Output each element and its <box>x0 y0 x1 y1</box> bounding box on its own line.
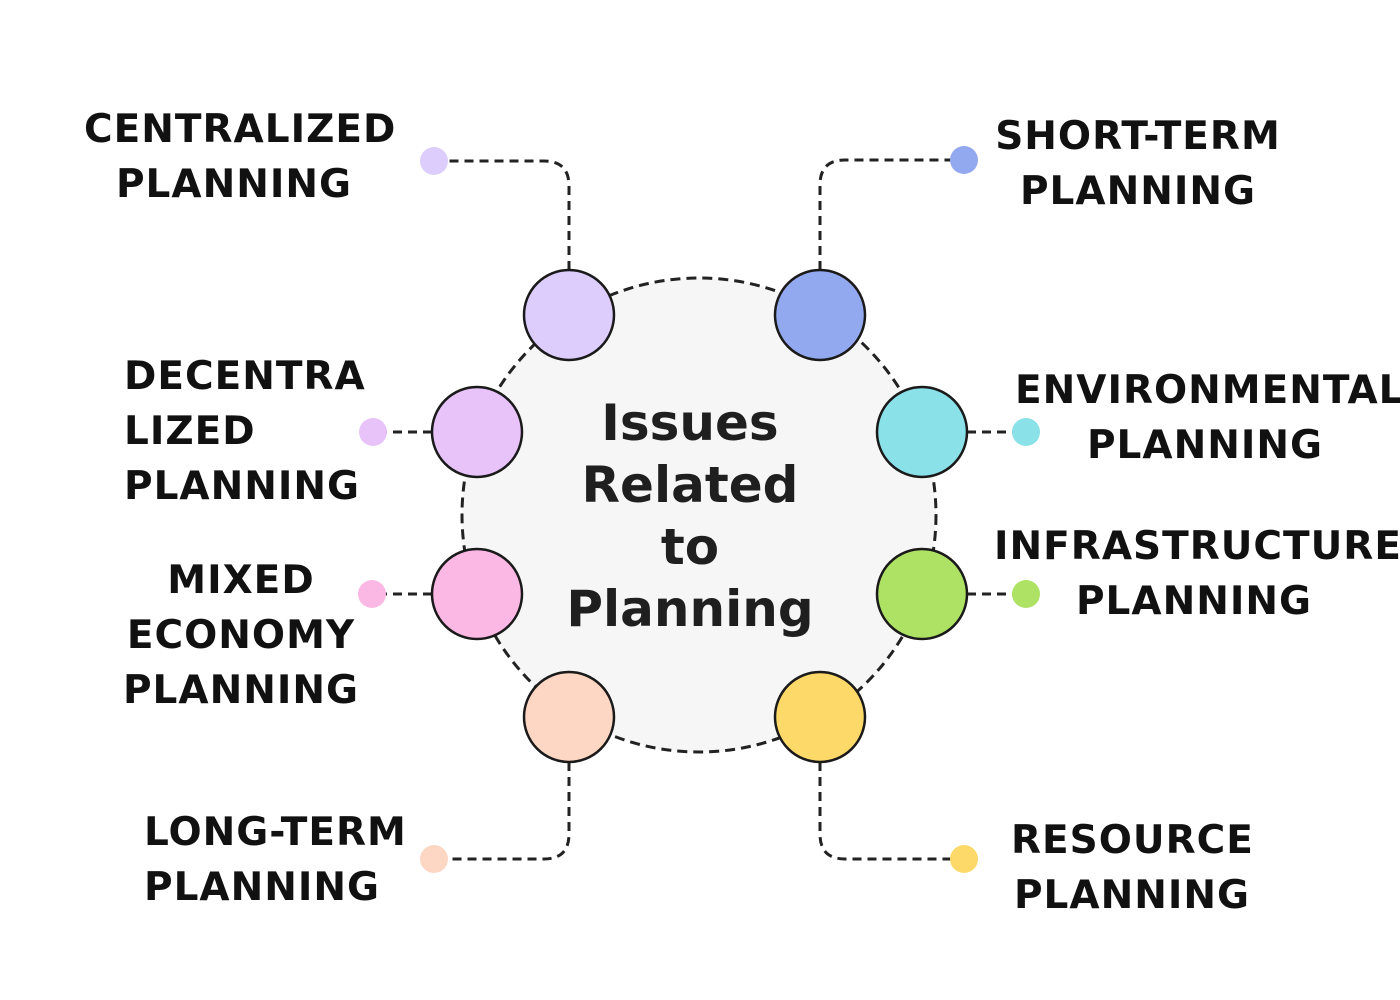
dot-infrastructure <box>1012 580 1040 608</box>
dot-centralized <box>420 147 448 175</box>
node-short-term <box>773 268 867 362</box>
label-decentralized: DECENTRA LIZED PLANNING <box>124 349 366 514</box>
label-long-term: LONG-TERM PLANNING <box>144 805 414 915</box>
connector-short-term <box>818 158 964 270</box>
node-resource <box>773 670 867 764</box>
dot-mixed-economy <box>358 580 386 608</box>
dot-short-term <box>950 146 978 174</box>
center-title-line: Planning <box>566 580 814 638</box>
dot-environmental <box>1012 418 1040 446</box>
label-line: PLANNING <box>1013 873 1251 918</box>
label-line: RESOURCE <box>1011 818 1254 863</box>
dot-resource <box>950 845 978 873</box>
label-line: PLANNING <box>115 162 353 207</box>
label-mixed-economy: MIXED ECONOMY PLANNING <box>112 553 370 718</box>
label-line: DECENTRA <box>124 354 366 399</box>
label-line: SHORT-TERM <box>995 114 1281 159</box>
node-environmental <box>875 385 969 479</box>
connector-resource <box>818 762 964 861</box>
center-hub <box>460 276 938 754</box>
label-line: PLANNING <box>1075 579 1313 624</box>
label-line: PLANNING <box>122 668 360 713</box>
label-line: LONG-TERM <box>144 810 407 855</box>
node-infrastructure <box>875 547 969 641</box>
label-line: INFRASTRUCTURE <box>994 524 1400 569</box>
label-resource: RESOURCE PLANNING <box>1011 813 1253 923</box>
dot-long-term <box>420 845 448 873</box>
label-line: CENTRALIZED <box>84 107 397 152</box>
label-line: PLANNING <box>1086 423 1324 468</box>
node-long-term <box>522 670 616 764</box>
label-line: PLANNING <box>1019 169 1257 214</box>
label-centralized: CENTRALIZED PLANNING <box>84 102 397 212</box>
label-line: MIXED <box>167 558 315 603</box>
connector-centralized <box>434 159 571 270</box>
label-line: LIZED <box>124 409 256 454</box>
center-title-line: Related <box>581 456 799 514</box>
label-line: ECONOMY <box>126 613 356 658</box>
dot-decentralized <box>359 418 387 446</box>
node-mixed-economy <box>430 547 524 641</box>
node-centralized <box>522 268 616 362</box>
label-line: ENVIRONMENTAL <box>1015 368 1400 413</box>
connector-long-term <box>434 762 571 861</box>
label-line: PLANNING <box>124 464 361 509</box>
label-infrastructure: INFRASTRUCTURE PLANNING <box>994 519 1400 629</box>
center-title-line: to <box>660 518 720 576</box>
center-title-line: Issues <box>601 394 779 452</box>
label-short-term: SHORT-TERM PLANNING <box>988 109 1288 219</box>
label-line: PLANNING <box>144 865 381 910</box>
node-decentralized <box>430 385 524 479</box>
center-title: Issues Related to Planning <box>560 392 820 640</box>
label-environmental: ENVIRONMENTAL PLANNING <box>1015 363 1400 473</box>
